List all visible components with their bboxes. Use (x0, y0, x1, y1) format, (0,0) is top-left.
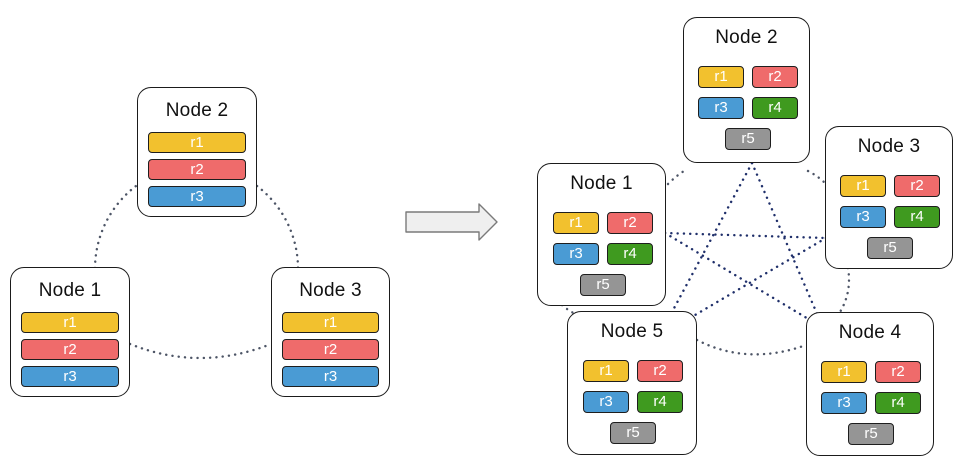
after-node-1: Node 1 r1 r2 r3 r4 r5 (537, 163, 666, 306)
replica-r5: r5 (610, 422, 656, 444)
node-title: Node 1 (38, 280, 102, 301)
node-title: Node 3 (857, 136, 921, 157)
node-title: Node 3 (299, 280, 362, 301)
replica-r1: r1 (21, 312, 119, 333)
node-title: Node 2 (715, 27, 778, 48)
replica-r3: r3 (553, 243, 599, 265)
replica-r3: r3 (148, 186, 246, 207)
replica-r3: r3 (840, 206, 886, 228)
replica-r1: r1 (698, 66, 744, 88)
ring-connector-right-1-2 (666, 169, 686, 186)
replica-r5: r5 (725, 128, 771, 150)
replica-r4: r4 (607, 243, 653, 265)
replica-r5: r5 (848, 423, 894, 445)
replica-r2: r2 (607, 212, 653, 234)
after-node-4: Node 4 r1 r2 r3 r4 r5 (806, 312, 934, 456)
replica-r1: r1 (148, 132, 246, 153)
replica-r3: r3 (698, 97, 744, 119)
replica-r2: r2 (148, 159, 246, 180)
replica-r2: r2 (282, 339, 379, 360)
replica-r3: r3 (21, 366, 119, 387)
replica-r3: r3 (821, 392, 867, 414)
ring-connector-left-2-3 (255, 184, 300, 270)
replica-r5: r5 (867, 237, 913, 259)
replica-r2: r2 (875, 361, 921, 383)
node-title: Node 4 (838, 322, 902, 343)
replica-r4: r4 (875, 392, 921, 414)
right-arrow-icon (405, 203, 498, 241)
replica-r2: r2 (21, 339, 119, 360)
replica-r5: r5 (580, 274, 626, 296)
replica-r2: r2 (894, 175, 940, 197)
before-node-3: Node 3 r1 r2 r3 (271, 267, 390, 397)
mesh-line-1-4 (663, 231, 812, 322)
mesh-line-1-3 (663, 231, 828, 240)
replica-r1: r1 (840, 175, 886, 197)
replica-r4: r4 (752, 97, 798, 119)
after-node-3: Node 3 r1 r2 r3 r4 r5 (825, 126, 953, 269)
replica-r3: r3 (583, 391, 629, 413)
replica-r1: r1 (583, 360, 629, 382)
replica-r1: r1 (282, 312, 379, 333)
ring-connector-right-2-3 (806, 169, 828, 186)
ring-connector-left-1-2 (93, 184, 138, 270)
ring-connector-right-5-4 (695, 338, 808, 356)
after-node-2: Node 2 r1 r2 r3 r4 r5 (683, 17, 810, 163)
mesh-line-2-4 (750, 161, 820, 318)
before-node-2: Node 2 r1 r2 r3 (137, 87, 257, 217)
ring-connector-right-3-4 (838, 266, 851, 314)
node-title: Node 2 (165, 100, 229, 121)
node-title: Node 1 (570, 173, 633, 194)
replica-r2: r2 (637, 360, 683, 382)
node-title: Node 5 (600, 321, 664, 342)
replica-r1: r1 (553, 212, 599, 234)
replica-r3: r3 (282, 366, 379, 387)
ring-connector-left-1-3 (128, 342, 273, 360)
before-node-1: Node 1 r1 r2 r3 (10, 267, 130, 397)
replica-r1: r1 (821, 361, 867, 383)
replica-r4: r4 (894, 206, 940, 228)
replica-r4: r4 (637, 391, 683, 413)
mesh-line-3-5 (688, 236, 828, 320)
replica-r2: r2 (752, 66, 798, 88)
after-node-5: Node 5 r1 r2 r3 r4 r5 (567, 311, 697, 455)
